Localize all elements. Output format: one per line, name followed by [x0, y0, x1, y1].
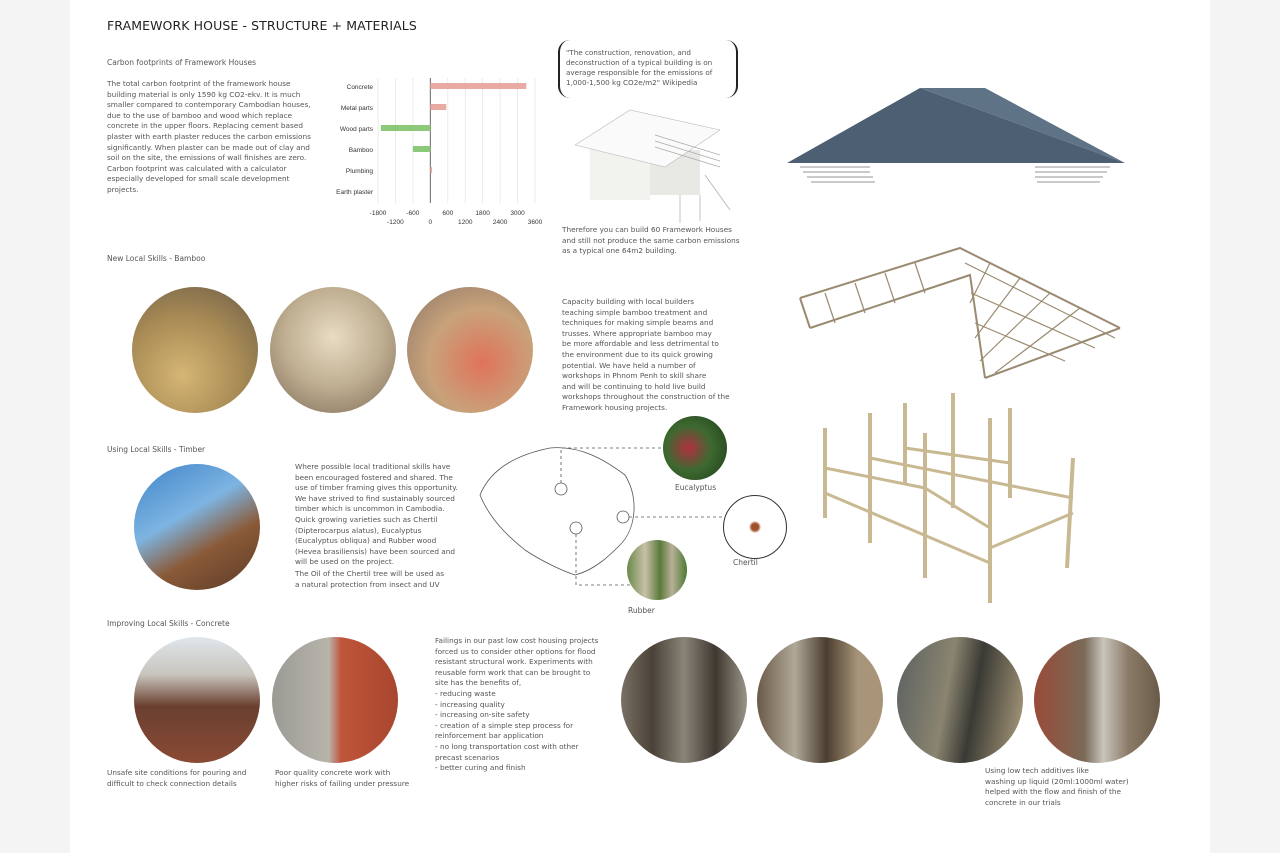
bar — [412, 146, 431, 152]
bar — [430, 104, 447, 110]
concrete-caption-3: Using low tech additives like washing up… — [985, 766, 1129, 807]
bamboo-text: Capacity building with local builders te… — [562, 297, 730, 412]
concrete-heading: Improving Local Skills - Concrete — [107, 619, 230, 628]
bar — [430, 83, 527, 89]
bamboo-photo-1 — [132, 287, 258, 413]
tick-label: 600 — [442, 210, 453, 217]
category-label: Plumbing — [346, 168, 373, 175]
concrete-photo-2 — [272, 637, 398, 763]
bamboo-photo-2 — [270, 287, 396, 413]
house-rendering — [574, 109, 731, 223]
formwork-photo-3 — [897, 637, 1023, 763]
tick-label: -600 — [406, 210, 419, 217]
roof-frame-rendering — [799, 246, 1121, 379]
bar — [380, 125, 431, 131]
timber-photo — [134, 464, 260, 590]
timber-heading: Using Local Skills - Timber — [107, 445, 206, 454]
category-label: Bamboo — [349, 147, 374, 154]
rubber-photo — [627, 540, 687, 600]
carbon-text: The total carbon footprint of the framew… — [107, 79, 311, 194]
bamboo-heading: New Local Skills - Bamboo — [107, 254, 206, 263]
rubber-label: Rubber — [628, 606, 655, 615]
category-label: Metal parts — [341, 105, 374, 112]
eucalyptus-label: Eucalyptus — [675, 483, 717, 492]
timber-text-2: The Oil of the Chertil tree will be used… — [295, 569, 445, 589]
quote-brackets — [558, 40, 738, 98]
stilt-frame-rendering — [823, 393, 1075, 603]
tick-label: 1200 — [458, 219, 473, 226]
concrete-photo-1 — [134, 637, 260, 763]
tick-label: 0 — [429, 219, 433, 226]
therefore-text: Therefore you can build 60 Framework Hou… — [562, 225, 740, 256]
carbon-heading: Carbon footprints of Framework Houses — [107, 58, 257, 67]
eucalyptus-photo — [663, 416, 727, 480]
tick-label: -1800 — [370, 210, 387, 217]
formwork-photo-2 — [757, 637, 883, 763]
category-label: Earth plaster — [336, 189, 374, 196]
concrete-caption-2: Poor quality concrete work with higher r… — [275, 768, 410, 788]
tick-label: 2400 — [493, 219, 508, 226]
tick-label: 1800 — [475, 210, 490, 217]
tick-label: -1200 — [387, 219, 404, 226]
wikipedia-quote: "The construction, renovation, and decon… — [566, 48, 713, 87]
formwork-photo-4 — [1034, 637, 1160, 763]
bamboo-photo-3 — [407, 287, 533, 413]
page-title: FRAMEWORK HOUSE - STRUCTURE + MATERIALS — [107, 18, 417, 33]
tick-label: 3600 — [528, 219, 543, 226]
timber-text: Where possible local traditional skills … — [295, 462, 458, 567]
cambodia-map — [479, 447, 723, 586]
category-label: Concrete — [347, 84, 374, 91]
formwork-photo-1 — [621, 637, 747, 763]
chertil-label: Chertil — [733, 558, 758, 567]
bar — [430, 167, 433, 173]
chertil-photo — [723, 495, 787, 559]
category-label: Wood parts — [340, 126, 374, 133]
concrete-caption-1: Unsafe site conditions for pouring and d… — [107, 768, 247, 788]
roof-rendering — [787, 88, 1125, 183]
tick-label: 3000 — [510, 210, 525, 217]
concrete-text: Failings in our past low cost housing pr… — [435, 636, 599, 773]
